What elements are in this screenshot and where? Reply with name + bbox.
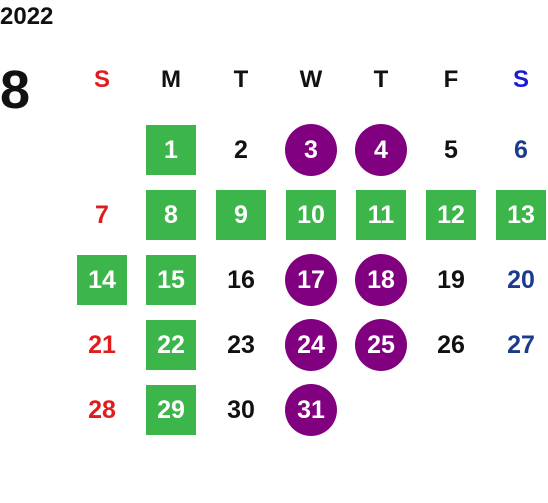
day-number: 6 bbox=[514, 135, 528, 164]
day-cell-3: 3 bbox=[281, 124, 341, 176]
day-number: 22 bbox=[157, 330, 185, 359]
day-number: 15 bbox=[157, 265, 185, 294]
day-number: 14 bbox=[88, 265, 116, 294]
day-number: 28 bbox=[88, 395, 116, 424]
weekday-header-thu: T bbox=[373, 66, 389, 93]
day-number: 3 bbox=[304, 135, 318, 164]
day-number: 5 bbox=[444, 135, 458, 164]
day-number: 17 bbox=[297, 265, 325, 294]
day-cell-22: 22 bbox=[141, 320, 201, 370]
day-cell-17: 17 bbox=[281, 254, 341, 306]
day-number: 12 bbox=[437, 200, 465, 229]
day-cell-15: 15 bbox=[141, 255, 201, 305]
day-cell-24: 24 bbox=[281, 319, 341, 371]
day-cell-8: 8 bbox=[141, 190, 201, 240]
day-number: 26 bbox=[437, 330, 465, 359]
weekday-header-fri: F bbox=[443, 66, 459, 93]
day-cell-7: 7 bbox=[72, 190, 132, 240]
day-cell-30: 30 bbox=[211, 385, 271, 435]
day-cell-27: 27 bbox=[491, 320, 548, 370]
day-cell-5: 5 bbox=[421, 125, 481, 175]
weekday-header-tue: T bbox=[233, 66, 249, 93]
day-cell-9: 9 bbox=[211, 190, 271, 240]
weekday-header-wed: W bbox=[299, 66, 323, 93]
day-cell-6: 6 bbox=[491, 125, 548, 175]
day-number: 30 bbox=[227, 395, 255, 424]
day-cell-2: 2 bbox=[211, 125, 271, 175]
day-cell-25: 25 bbox=[351, 319, 411, 371]
day-number: 18 bbox=[367, 265, 395, 294]
day-cell-29: 29 bbox=[141, 385, 201, 435]
day-number: 27 bbox=[507, 330, 535, 359]
weekday-header-sun: S bbox=[93, 66, 110, 93]
weekday-header-mon: M bbox=[161, 66, 181, 93]
day-cell-21: 21 bbox=[72, 320, 132, 370]
day-number: 16 bbox=[227, 265, 255, 294]
day-number: 23 bbox=[227, 330, 255, 359]
day-number: 21 bbox=[88, 330, 116, 359]
day-number: 7 bbox=[95, 200, 109, 229]
day-number: 10 bbox=[297, 200, 325, 229]
day-number: 25 bbox=[367, 330, 395, 359]
day-cell-1: 1 bbox=[141, 125, 201, 175]
year-label: 2022 bbox=[0, 3, 54, 30]
weekday-header-sat: S bbox=[512, 66, 529, 93]
day-number: 1 bbox=[164, 135, 178, 164]
day-cell-19: 19 bbox=[421, 255, 481, 305]
day-cell-20: 20 bbox=[491, 255, 548, 305]
day-cell-10: 10 bbox=[281, 190, 341, 240]
day-number: 4 bbox=[374, 135, 388, 164]
day-cell-23: 23 bbox=[211, 320, 271, 370]
day-number: 9 bbox=[234, 200, 248, 229]
day-number: 13 bbox=[507, 200, 535, 229]
month-number: 8 bbox=[0, 60, 31, 120]
day-number: 19 bbox=[437, 265, 465, 294]
day-cell-11: 11 bbox=[351, 190, 411, 240]
day-cell-31: 31 bbox=[281, 384, 341, 436]
day-cell-16: 16 bbox=[211, 255, 271, 305]
day-cell-26: 26 bbox=[421, 320, 481, 370]
day-number: 29 bbox=[157, 395, 185, 424]
day-cell-28: 28 bbox=[72, 385, 132, 435]
day-number: 31 bbox=[297, 395, 325, 424]
day-cell-4: 4 bbox=[351, 124, 411, 176]
day-number: 24 bbox=[297, 330, 325, 359]
day-number: 11 bbox=[367, 200, 395, 229]
day-cell-18: 18 bbox=[351, 254, 411, 306]
day-cell-13: 13 bbox=[491, 190, 548, 240]
day-number: 20 bbox=[507, 265, 535, 294]
day-cell-12: 12 bbox=[421, 190, 481, 240]
day-cell-14: 14 bbox=[72, 255, 132, 305]
day-number: 8 bbox=[164, 200, 178, 229]
day-number: 2 bbox=[234, 135, 248, 164]
